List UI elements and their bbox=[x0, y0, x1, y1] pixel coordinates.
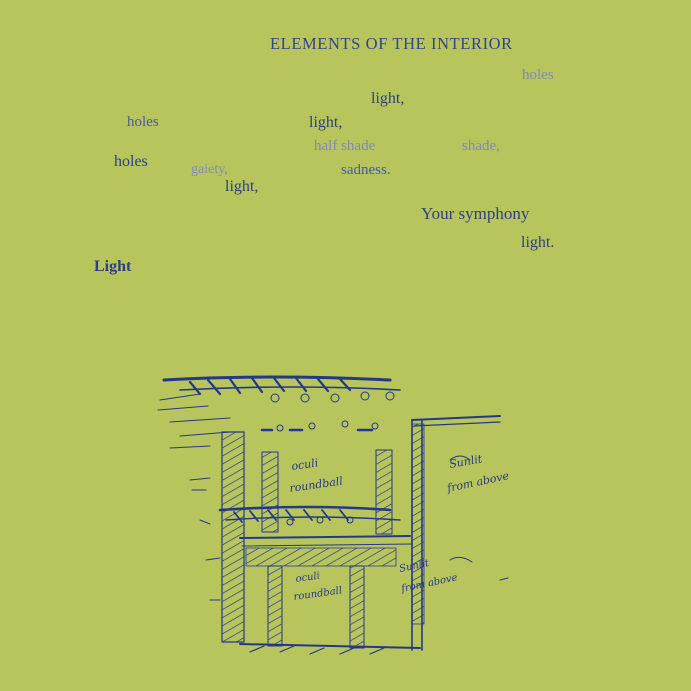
architectural-sketch-icon: oculi roundball Sunlit from above oculi … bbox=[157, 375, 511, 655]
word-sadness: sadness. bbox=[341, 162, 391, 178]
page-title: ELEMENTS OF THE INTERIOR bbox=[270, 34, 513, 53]
sketch-note: roundball bbox=[289, 475, 344, 495]
word-half-shade: half shade bbox=[314, 138, 376, 154]
word-holes: holes bbox=[114, 153, 148, 170]
word-light-bold: Light bbox=[94, 258, 132, 275]
word-gaiety: gaiety, bbox=[191, 162, 228, 177]
word-light: light, bbox=[225, 178, 259, 195]
word-light: light, bbox=[371, 90, 405, 107]
word-holes: holes bbox=[127, 114, 159, 130]
word-your-symphony: Your symphony bbox=[421, 204, 530, 223]
word-shade: shade, bbox=[462, 138, 500, 154]
sketch-note: oculi bbox=[291, 456, 319, 473]
sketch-note: Sunlit bbox=[448, 452, 483, 471]
sketch-note: oculi bbox=[295, 571, 321, 585]
sketch-note: from above bbox=[399, 572, 458, 595]
word-holes: holes bbox=[522, 67, 554, 83]
word-light: light. bbox=[521, 234, 555, 251]
sketch-note: from above bbox=[445, 469, 511, 495]
sketch-note: roundball bbox=[293, 585, 343, 603]
word-light: light, bbox=[309, 114, 343, 131]
